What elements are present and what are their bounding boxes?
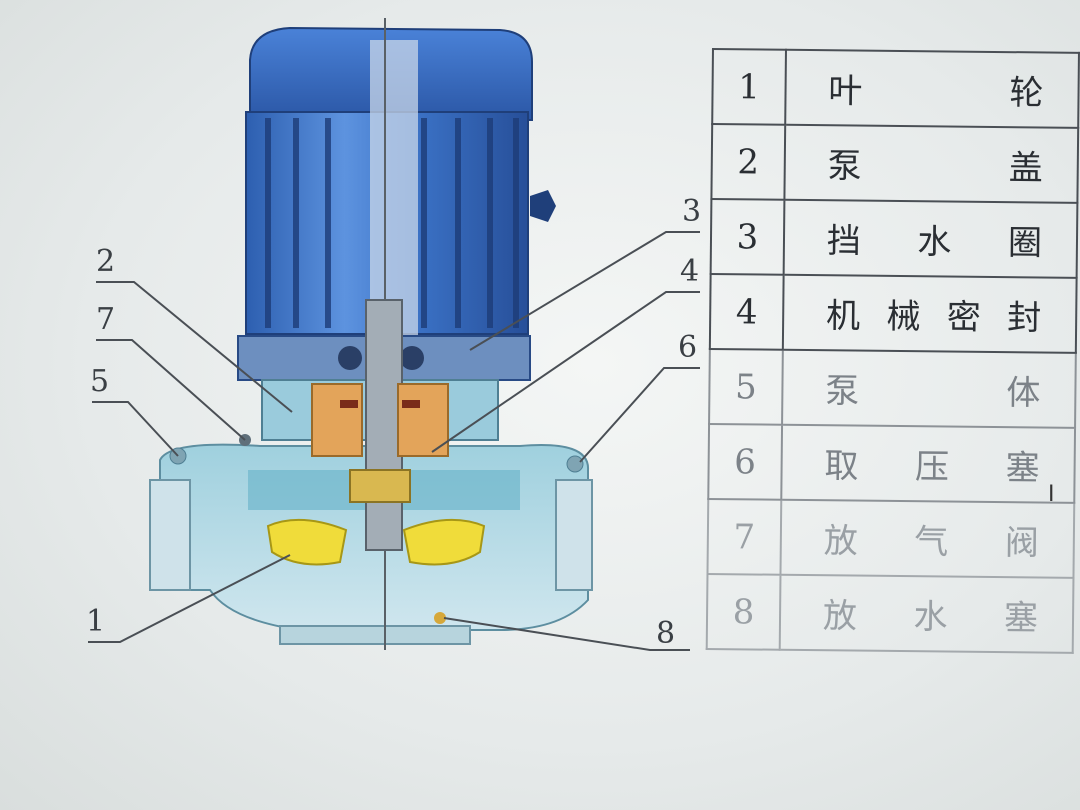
bearing-right <box>400 346 424 370</box>
drain-plug-marker <box>434 612 446 624</box>
legend-row: 2 泵盖 <box>711 124 1079 203</box>
leader-line-1 <box>88 554 291 643</box>
impeller-right <box>402 518 486 566</box>
leader-line-4 <box>431 291 700 453</box>
pressure-plug-marker <box>566 455 584 473</box>
leader-lines <box>88 231 700 651</box>
bearing-left <box>338 346 362 370</box>
seal-slot-right <box>402 400 420 408</box>
callout-5: 5 <box>90 364 110 399</box>
legend-part-name: 泵盖 <box>784 124 1079 203</box>
legend-number: 4 <box>709 273 784 350</box>
motor <box>237 26 556 381</box>
seal-slot-left <box>340 400 358 408</box>
pump-base <box>279 625 471 645</box>
legend-number: 5 <box>709 348 783 425</box>
legend-number: 7 <box>707 498 782 575</box>
terminal-box <box>530 190 556 222</box>
impeller-left <box>266 518 348 566</box>
motor-shaft-window <box>370 40 418 340</box>
water-retaining-ring <box>349 469 411 503</box>
leader-line-5 <box>92 401 179 457</box>
callout-3: 3 <box>682 194 702 229</box>
mechanical-seal-right <box>397 383 449 457</box>
callout-1: 1 <box>86 604 106 639</box>
leader-line-8 <box>443 617 690 651</box>
legend-number: 3 <box>710 199 785 275</box>
legend-part-name: 挡水圈 <box>783 199 1078 278</box>
legend-part-name: 放气阀 <box>780 499 1075 578</box>
callout-4: 4 <box>680 254 700 289</box>
legend-row: 5 泵体 <box>709 348 1076 428</box>
legend-part-name: 叶轮 <box>785 49 1079 128</box>
inlet-flange <box>149 479 191 591</box>
leader-line-7 <box>96 339 246 441</box>
leader-line-2 <box>96 281 293 413</box>
legend-row: 8 放水塞 <box>706 573 1074 653</box>
legend-part-name: 取压塞 <box>781 424 1076 503</box>
outlet-flange <box>555 479 593 591</box>
legend-row: 3 挡水圈 <box>710 199 1078 278</box>
legend-part-name: 机械密封 <box>782 274 1077 353</box>
parts-legend-table: 1 叶轮 2 泵盖 3 挡水圈 4 机械密封 5 泵体 6 取压塞 7 放气阀 … <box>706 48 1080 654</box>
legend-number: 8 <box>706 573 781 650</box>
legend-row: 7 放气阀 <box>707 498 1075 578</box>
legend-part-name: 泵体 <box>781 349 1076 428</box>
mechanical-seal-left <box>311 383 363 457</box>
text-cursor-icon: I <box>1048 482 1055 507</box>
callout-2: 2 <box>96 244 116 279</box>
legend-number: 1 <box>712 49 786 125</box>
motor-cooling-fins <box>265 118 519 328</box>
legend-part-name: 放水塞 <box>779 574 1074 653</box>
legend-row: 1 叶轮 <box>712 49 1079 128</box>
leader-line-3 <box>469 231 700 351</box>
legend-number: 6 <box>708 423 782 500</box>
leader-line-6 <box>579 367 700 463</box>
pump-shaft <box>365 299 403 551</box>
callout-6: 6 <box>678 330 698 365</box>
legend-row: 6 取压塞 <box>708 423 1076 503</box>
legend-number: 2 <box>711 124 786 200</box>
legend-row: 4 机械密封 <box>709 273 1077 353</box>
callout-7: 7 <box>96 302 116 337</box>
callout-8: 8 <box>656 616 676 651</box>
